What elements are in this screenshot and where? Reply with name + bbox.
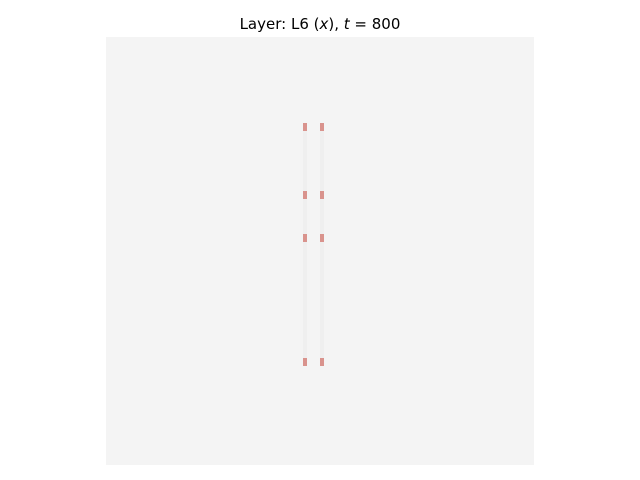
heatmap-cell [303, 191, 307, 199]
title-t-symbol: t [344, 15, 351, 33]
heatmap-cell [320, 358, 324, 366]
faint-column-1 [320, 123, 324, 366]
heatmap-cell [303, 123, 307, 131]
heatmap-cell [320, 123, 324, 131]
heatmap-cells [303, 123, 324, 366]
heatmap-cell [320, 234, 324, 242]
title-t-value: 800 [372, 15, 401, 33]
heatmap-cell [303, 234, 307, 242]
title-variable: x [318, 15, 328, 33]
chart-title: Layer: L6 (x), t = 800 [240, 15, 401, 33]
faint-column-0 [303, 123, 307, 366]
title-middle: ), [328, 15, 343, 33]
title-prefix: Layer: L6 ( [240, 15, 320, 33]
faint-columns [303, 123, 324, 366]
heatmap-cell [303, 358, 307, 366]
title-equals: = [350, 15, 372, 33]
heatmap-cell [320, 191, 324, 199]
